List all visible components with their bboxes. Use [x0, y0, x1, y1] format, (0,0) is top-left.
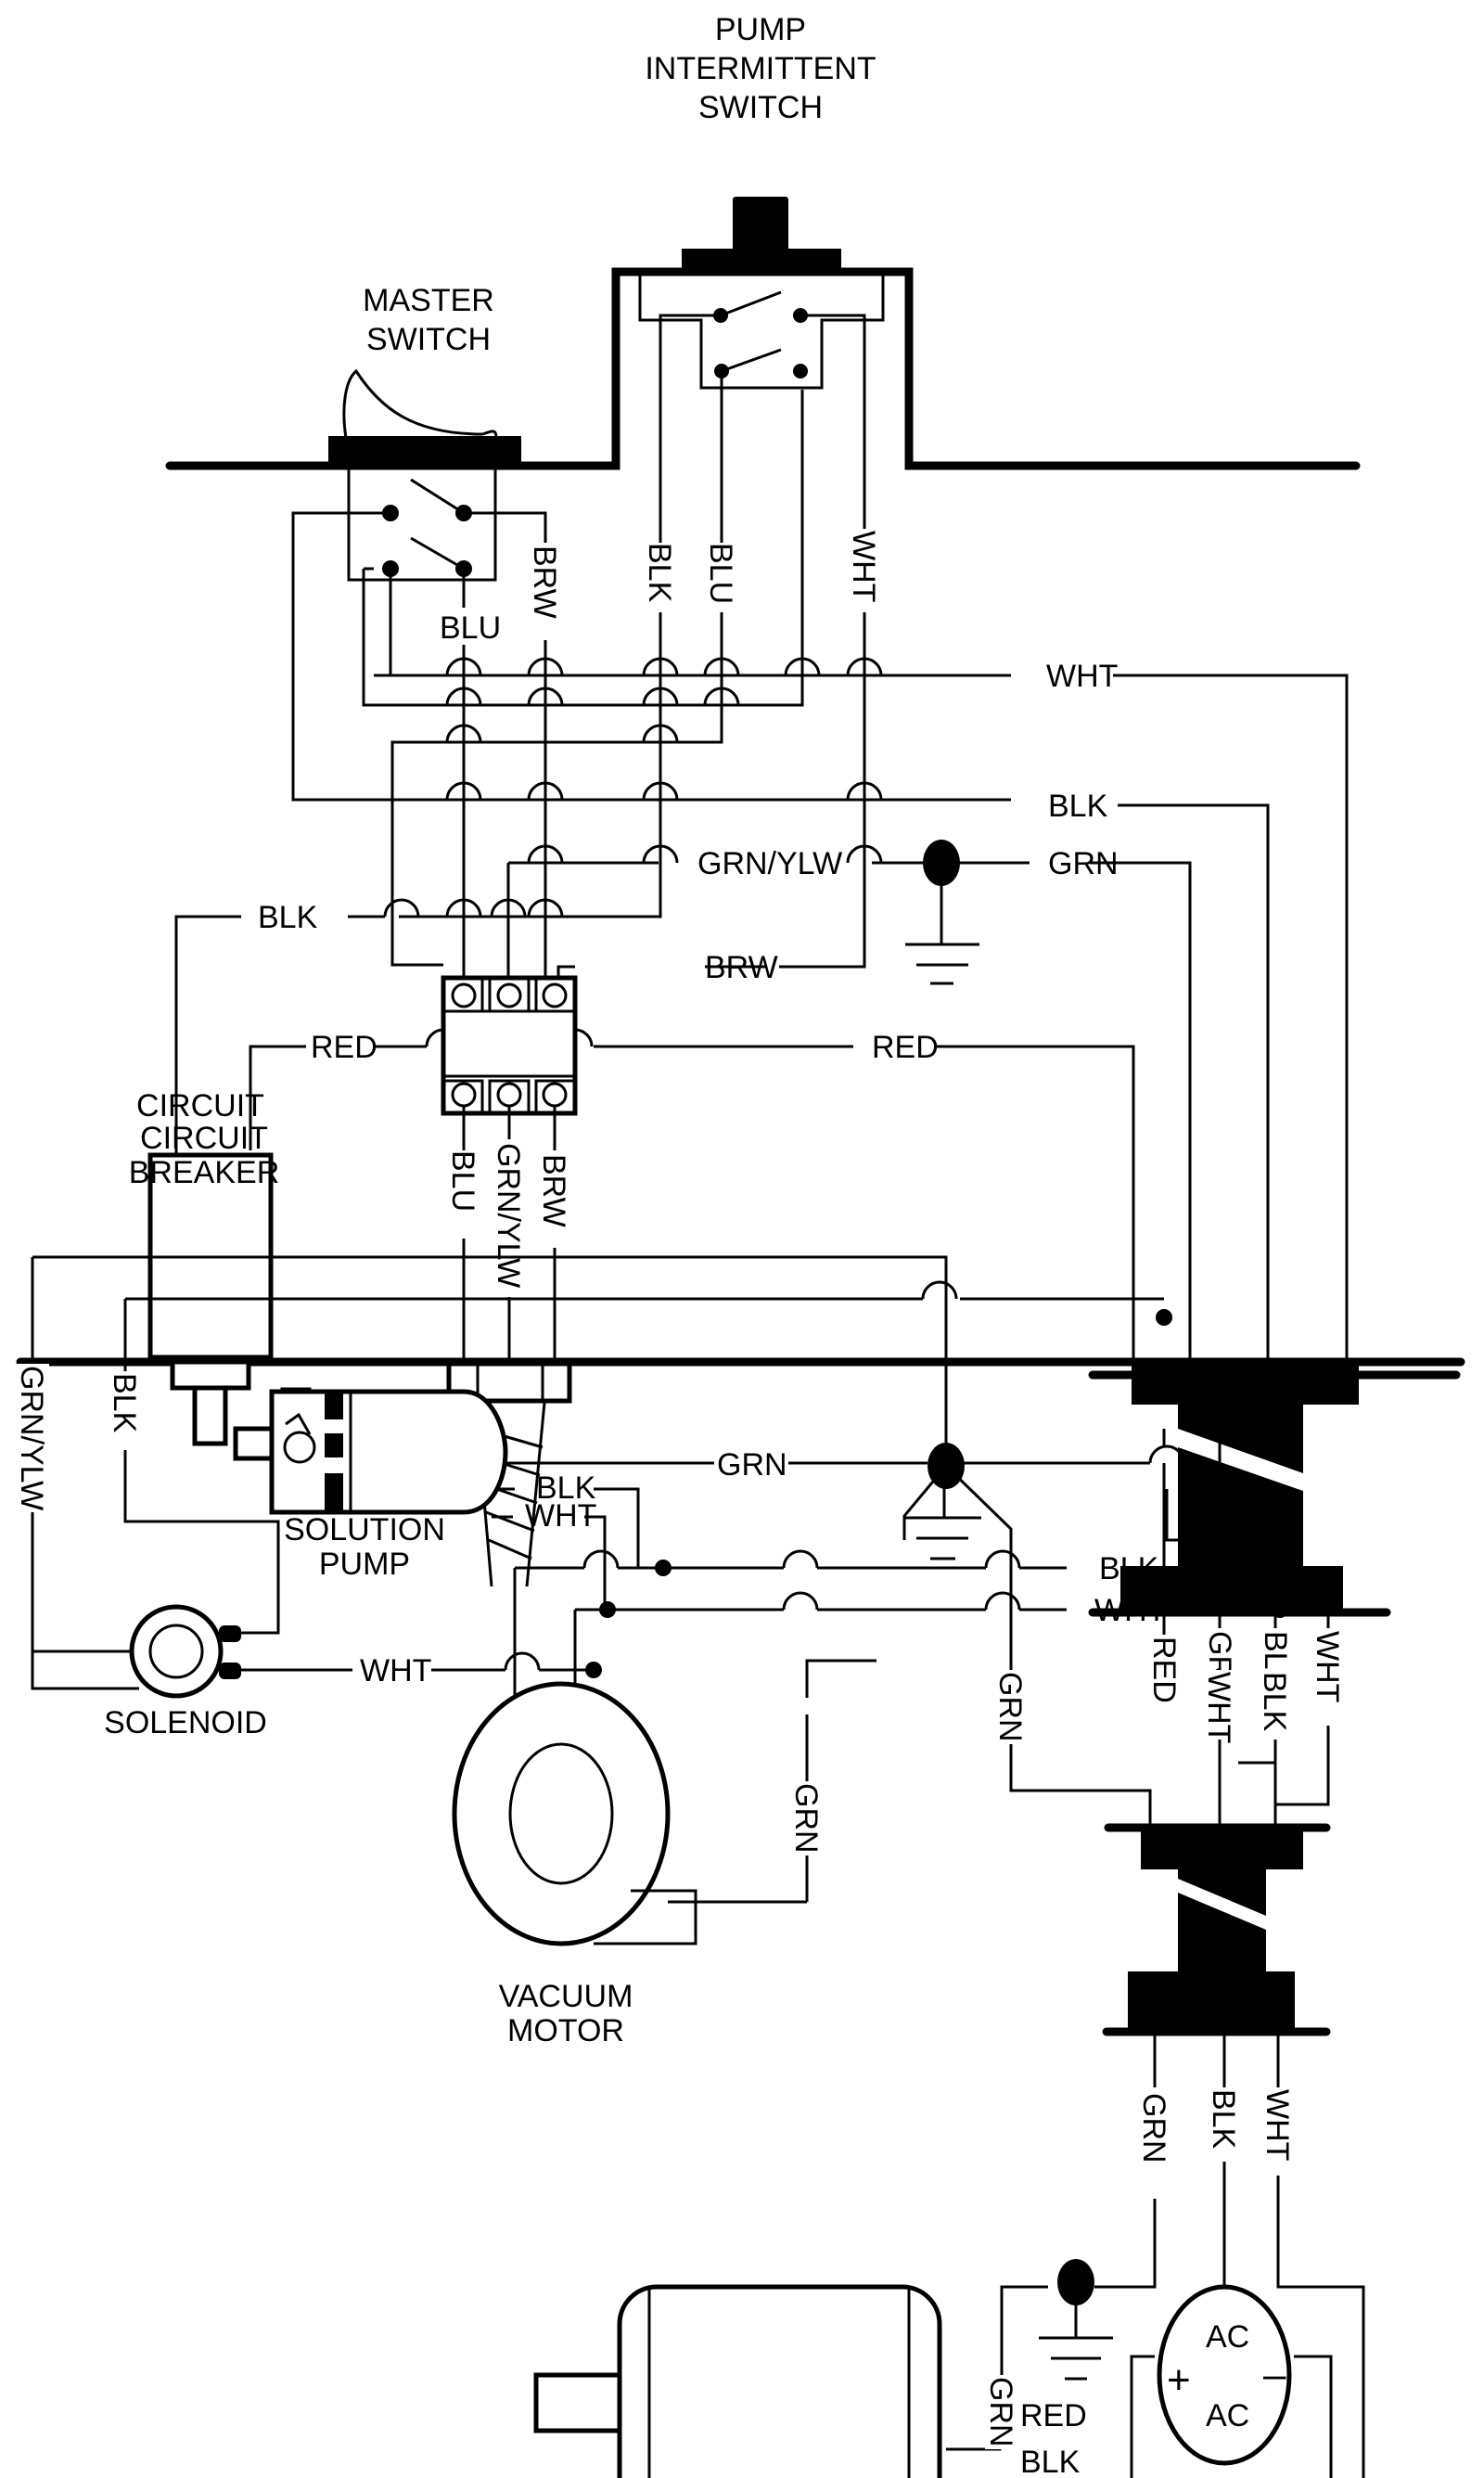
title-line: VACUUM: [499, 1979, 633, 2014]
vacuum-motor-title: VACUUM MOTOR: [499, 1979, 633, 2048]
pump-intermittent-switch: [638, 197, 885, 390]
wire-label: WHT: [1310, 1631, 1345, 1702]
circuit-breaker-label-1: CIRCUIT: [136, 1088, 264, 1123]
wire-label: RED: [1146, 1637, 1182, 1703]
crossover-hops: [383, 657, 883, 1047]
wire-label: RED: [311, 1030, 377, 1065]
wire-label: GRN: [1048, 846, 1119, 881]
terminal-screw: [542, 982, 568, 1008]
wire-label: BLK: [107, 1373, 142, 1433]
ground-node: [1057, 2259, 1094, 2305]
title-line: MASTER: [363, 283, 494, 318]
rectifier-ac-bottom: AC: [1206, 2398, 1249, 2433]
wire-label: BLK: [1206, 2089, 1241, 2150]
junction-dot: [599, 1601, 616, 1618]
junction-dot: [655, 1560, 672, 1576]
wire-label: GRN/YLW: [14, 1366, 49, 1510]
wire-label: WHT: [1260, 2089, 1295, 2161]
wire-label: GRN/YLW: [697, 846, 842, 881]
pump-intermittent-switch-title: PUMP INTERMITTENT SWITCH: [645, 12, 876, 125]
title-line: SWITCH: [698, 90, 823, 125]
wire-label: BLU: [703, 543, 738, 604]
wire-label: WHT: [846, 531, 881, 602]
terminal-screw: [496, 982, 522, 1008]
connector-flange: [1128, 1971, 1295, 2032]
solenoid-terminal: [219, 1625, 241, 1642]
brush-motor: [533, 2284, 942, 2478]
connector-flange: [1132, 1364, 1359, 1405]
wire-label: WHT: [1094, 1593, 1166, 1628]
solution-pump: [233, 1387, 508, 1515]
terminal-screw: [451, 982, 477, 1008]
wire-labels-top: BLU BRW BLK BLU WHT WHT BLK GRN/YLW GRN …: [258, 529, 1119, 1065]
wire-label: BLK: [1048, 789, 1108, 824]
wire-label: WHT: [360, 1653, 431, 1688]
title-line: BREAKER: [129, 1155, 280, 1190]
master-switch-title: MASTER SWITCH: [363, 283, 494, 357]
ground-node: [923, 840, 960, 886]
terminal-block: BLU GRN/YLW BRW: [441, 975, 578, 1364]
title-line: PUMP: [319, 1547, 410, 1582]
title-line: PUMP: [715, 12, 806, 47]
connector-flange: [1141, 1828, 1303, 1869]
wire-label: BLK: [642, 543, 677, 603]
rectifier-ac-top: AC: [1206, 2319, 1249, 2355]
wire-label: BRW: [536, 1154, 571, 1227]
title-line: INTERMITTENT: [645, 51, 876, 86]
wire-label: RED: [1020, 2398, 1087, 2433]
wire-label: WHT: [1046, 659, 1118, 694]
title-line: MOTOR: [507, 2013, 624, 2048]
wire-labels-lower: RED GRN BLK WHT GRN/YLW BLK GRN BLK WHT …: [14, 1364, 1345, 2478]
title-line: SOLUTION: [284, 1512, 445, 1547]
ground-symbol: [905, 840, 979, 985]
wire-label: GRN: [717, 1447, 787, 1483]
title-line: CIRCUIT: [140, 1121, 268, 1156]
wire-label: BLK: [1099, 1551, 1159, 1586]
wire-label: GRN/YLW: [491, 1143, 526, 1288]
contact-dot: [793, 364, 808, 379]
rectifier-plus: +: [1167, 2357, 1191, 2403]
top-panel-outline: [165, 267, 1361, 470]
wire-label: BLU: [440, 610, 501, 646]
junction-dot: [1272, 1601, 1288, 1618]
junction-dot: [1216, 1527, 1233, 1544]
switch-button[interactable]: [733, 197, 788, 252]
wire-label: BRW: [705, 950, 778, 985]
connector-flange: [1120, 1566, 1343, 1612]
wire-label: BLK: [536, 1470, 596, 1506]
wire-label: RED: [872, 1030, 939, 1065]
ground-symbol: [1039, 2259, 1113, 2381]
solenoid: [31, 1521, 594, 1699]
solution-pump-title: SOLUTION PUMP: [284, 1512, 445, 1582]
solenoid-title: SOLENOID: [104, 1705, 267, 1740]
wire-label: BRW: [527, 546, 562, 619]
ground-symbol: [904, 1443, 981, 1560]
wire-label: GRN: [788, 1783, 824, 1854]
vacuum-motor: [452, 1681, 697, 1946]
switch-bezel: [328, 436, 521, 464]
rectifier-minus: –: [1263, 2352, 1286, 2397]
wire-label: WHT: [1201, 1672, 1236, 1743]
wire-label: BLK: [258, 900, 318, 935]
wire-label: WHT: [525, 1498, 596, 1534]
wire-label: BLU: [445, 1150, 480, 1212]
solenoid-terminal: [219, 1663, 241, 1679]
wire-label: GRN: [983, 2377, 1018, 2447]
master-switch: [328, 368, 521, 582]
wire-label: GRN: [992, 1672, 1028, 1742]
title-line: SWITCH: [366, 322, 491, 357]
reset-button[interactable]: [192, 1385, 228, 1446]
ground-node: [928, 1443, 965, 1489]
circuit-breaker-label: CIRCUIT BREAKER: [129, 1121, 280, 1190]
junction-dot: [1156, 1309, 1172, 1326]
top-wiring: [174, 371, 1349, 1364]
connector-2: [1102, 1823, 1331, 2036]
rectifier: AC AC + –: [1157, 2284, 1292, 2466]
wire-label: BLK: [1020, 2445, 1081, 2478]
connector-1: [1088, 1364, 1461, 1617]
wire-label: BLK: [1257, 1672, 1292, 1732]
wire-label: GRN: [1136, 2093, 1171, 2163]
rocker-icon[interactable]: [342, 368, 498, 439]
